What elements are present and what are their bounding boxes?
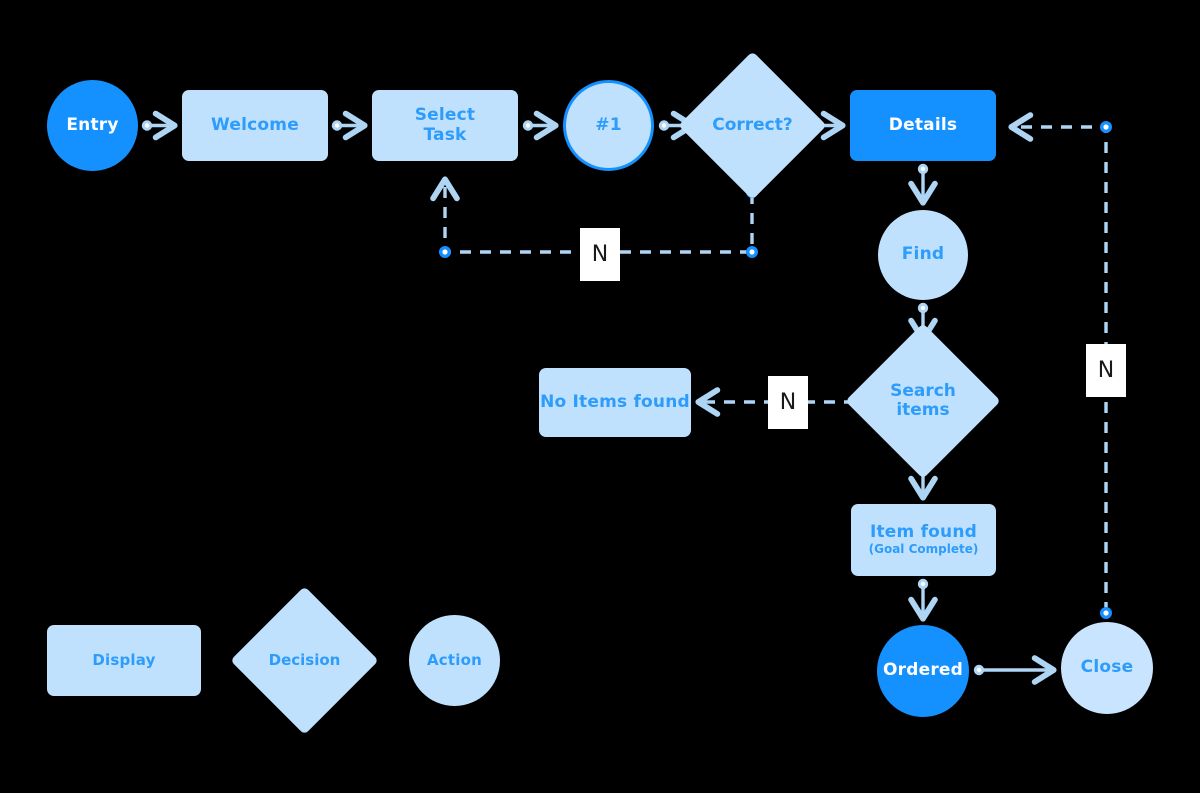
edge-ordered-to-close	[973, 655, 1057, 685]
node-correct-label: Correct?	[712, 114, 793, 135]
edge-details-to-find	[908, 163, 938, 206]
node-details-label: Details	[888, 114, 958, 135]
node-find[interactable]: Find	[878, 210, 968, 300]
edge-label-text: N	[1097, 358, 1115, 383]
node-search-items[interactable]: Search items	[845, 323, 1001, 479]
node-step-1-label: #1	[595, 114, 622, 135]
node-ordered[interactable]: Ordered	[877, 625, 969, 717]
node-close-label: Close	[1080, 657, 1134, 678]
node-find-label: Find	[901, 244, 945, 265]
node-details[interactable]: Details	[850, 90, 996, 161]
node-select-task[interactable]: Select Task	[372, 90, 518, 161]
node-entry-label: Entry	[66, 114, 119, 135]
edge-welcome-to-select-task	[331, 110, 368, 141]
node-entry[interactable]: Entry	[47, 80, 138, 171]
node-item-found[interactable]: Item found (Goal Complete)	[851, 504, 996, 576]
legend-action-label: Action	[427, 651, 482, 670]
node-no-items-found-label: No Items found	[540, 391, 690, 412]
edge-label-text: N	[779, 390, 797, 415]
edge-label-search-no: N	[768, 376, 808, 429]
legend-display-label: Display	[92, 651, 156, 670]
node-search-items-label: Search items	[890, 380, 956, 420]
node-item-found-sublabel: (Goal Complete)	[868, 542, 979, 557]
edge-select-task-to-step-1	[522, 110, 559, 141]
legend-action: Action	[409, 615, 500, 706]
node-welcome[interactable]: Welcome	[182, 90, 328, 161]
node-select-task-label: Select Task	[414, 105, 476, 145]
edge-label-close-loop-no: N	[1086, 344, 1126, 397]
edge-label-text: N	[591, 242, 609, 267]
node-step-1[interactable]: #1	[563, 80, 654, 171]
edge-item-found-to-ordered	[908, 578, 938, 622]
legend-decision: Decision	[230, 586, 379, 735]
node-ordered-label: Ordered	[882, 660, 964, 681]
node-item-found-label: Item found	[869, 522, 978, 543]
edge-entry-to-welcome	[141, 110, 178, 141]
edge-label-correct-no: N	[580, 228, 620, 281]
legend-display: Display	[47, 625, 201, 696]
node-welcome-label: Welcome	[211, 114, 299, 135]
node-close[interactable]: Close	[1061, 622, 1153, 714]
legend-decision-label: Decision	[268, 651, 341, 670]
node-no-items-found[interactable]: No Items found	[539, 368, 691, 437]
node-correct[interactable]: Correct?	[678, 51, 827, 200]
